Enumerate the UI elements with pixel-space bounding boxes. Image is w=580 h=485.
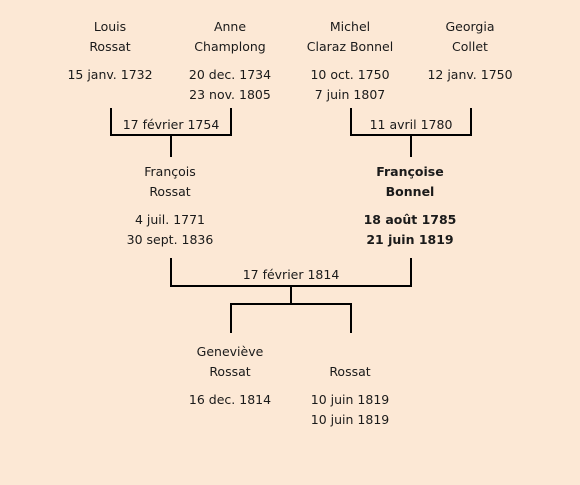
person-rossat-child[interactable]: Rossat 10 juin 1819 10 juin 1819 xyxy=(290,342,410,430)
birth-date: 4 juil. 1771 xyxy=(134,212,206,227)
birth-date: 10 oct. 1750 xyxy=(310,67,390,82)
connector-line xyxy=(230,108,232,136)
last-name: Bonnel xyxy=(385,184,435,199)
death-date: 7 juin 1807 xyxy=(314,87,386,102)
connector-line xyxy=(350,303,352,333)
first-name: Louis xyxy=(93,19,127,34)
connector-line xyxy=(230,303,352,305)
last-name: Claraz Bonnel xyxy=(306,39,394,54)
birth-date: 10 juin 1819 xyxy=(310,392,390,407)
first-name: Georgia xyxy=(445,19,495,34)
death-date xyxy=(170,410,290,430)
connector-line xyxy=(350,108,352,136)
last-name: Rossat xyxy=(149,184,191,199)
last-name: Rossat xyxy=(89,39,131,54)
first-name: Françoise xyxy=(376,164,444,179)
birth-date: 12 janv. 1750 xyxy=(427,67,513,82)
last-name: Rossat xyxy=(329,364,371,379)
death-date: 23 nov. 1805 xyxy=(189,87,271,102)
connector-line xyxy=(170,258,172,287)
marriage-date: 17 février 1814 xyxy=(242,267,340,282)
first-name: Anne xyxy=(213,19,247,34)
first-name: Geneviève xyxy=(196,344,264,359)
first-name xyxy=(290,342,410,362)
last-name: Champlong xyxy=(194,39,266,54)
connector-line xyxy=(290,285,292,305)
death-date: 30 sept. 1836 xyxy=(126,232,214,247)
connector-line xyxy=(230,303,232,333)
connector-line xyxy=(110,108,112,136)
marriage-date: 11 avril 1780 xyxy=(369,117,453,132)
connector-line xyxy=(410,258,412,287)
connector-line xyxy=(470,108,472,136)
birth-date: 20 dec. 1734 xyxy=(188,67,272,82)
connector-line xyxy=(410,134,412,157)
first-name: François xyxy=(144,164,196,179)
death-date: 21 juin 1819 xyxy=(366,232,454,247)
last-name: Rossat xyxy=(209,364,251,379)
birth-date: 18 août 1785 xyxy=(363,212,457,227)
death-date xyxy=(410,85,530,105)
death-date xyxy=(50,85,170,105)
connector-line xyxy=(170,134,172,157)
marriage-date: 17 février 1754 xyxy=(122,117,220,132)
birth-date: 16 dec. 1814 xyxy=(188,392,272,407)
death-date: 10 juin 1819 xyxy=(310,412,390,427)
birth-date: 15 janv. 1732 xyxy=(67,67,153,82)
first-name: Michel xyxy=(329,19,371,34)
last-name: Collet xyxy=(452,39,488,54)
